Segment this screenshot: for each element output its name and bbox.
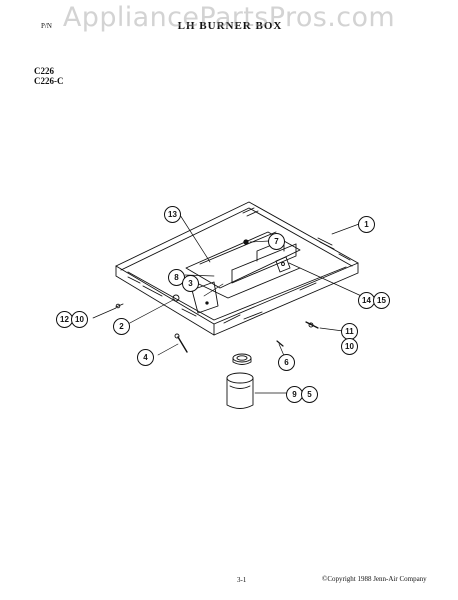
center-baffle bbox=[177, 231, 301, 299]
callout-10: 10 bbox=[341, 338, 358, 355]
pn-code: P/N bbox=[41, 22, 52, 30]
jar-container bbox=[226, 353, 254, 409]
callout-1: 1 bbox=[358, 216, 375, 233]
model-number: C226-C bbox=[34, 76, 64, 86]
page-code-block: P/N bbox=[41, 22, 52, 30]
model-list: C226 C226-C bbox=[34, 66, 64, 86]
leader-lines bbox=[92, 214, 369, 394]
washer bbox=[172, 294, 180, 302]
callout-15: 15 bbox=[373, 292, 390, 309]
burner-box-tray bbox=[115, 201, 359, 336]
callout-13: 13 bbox=[164, 206, 181, 223]
screw-small bbox=[276, 340, 284, 347]
callout-2: 2 bbox=[113, 318, 130, 335]
callout-11: 11 bbox=[341, 323, 358, 340]
callout-4: 4 bbox=[137, 349, 154, 366]
screw-right bbox=[305, 321, 319, 329]
callout-6: 6 bbox=[278, 354, 295, 371]
callout-7: 7 bbox=[268, 233, 285, 250]
model-number: C226 bbox=[34, 66, 54, 76]
hole-marker bbox=[243, 239, 249, 245]
bolt bbox=[174, 333, 188, 353]
page-number: 3-1 bbox=[237, 576, 247, 584]
copyright-notice: ©Copyright 1988 Jenn-Air Company bbox=[322, 575, 427, 583]
callout-3: 3 bbox=[182, 275, 199, 292]
clip-bracket bbox=[275, 256, 291, 273]
callout-10: 10 bbox=[71, 311, 88, 328]
screw-left bbox=[115, 303, 124, 309]
page-title: LH BURNER BOX bbox=[177, 20, 283, 32]
shield-plate bbox=[191, 281, 219, 314]
callout-14: 14 bbox=[358, 292, 375, 309]
callout-5: 5 bbox=[301, 386, 318, 403]
